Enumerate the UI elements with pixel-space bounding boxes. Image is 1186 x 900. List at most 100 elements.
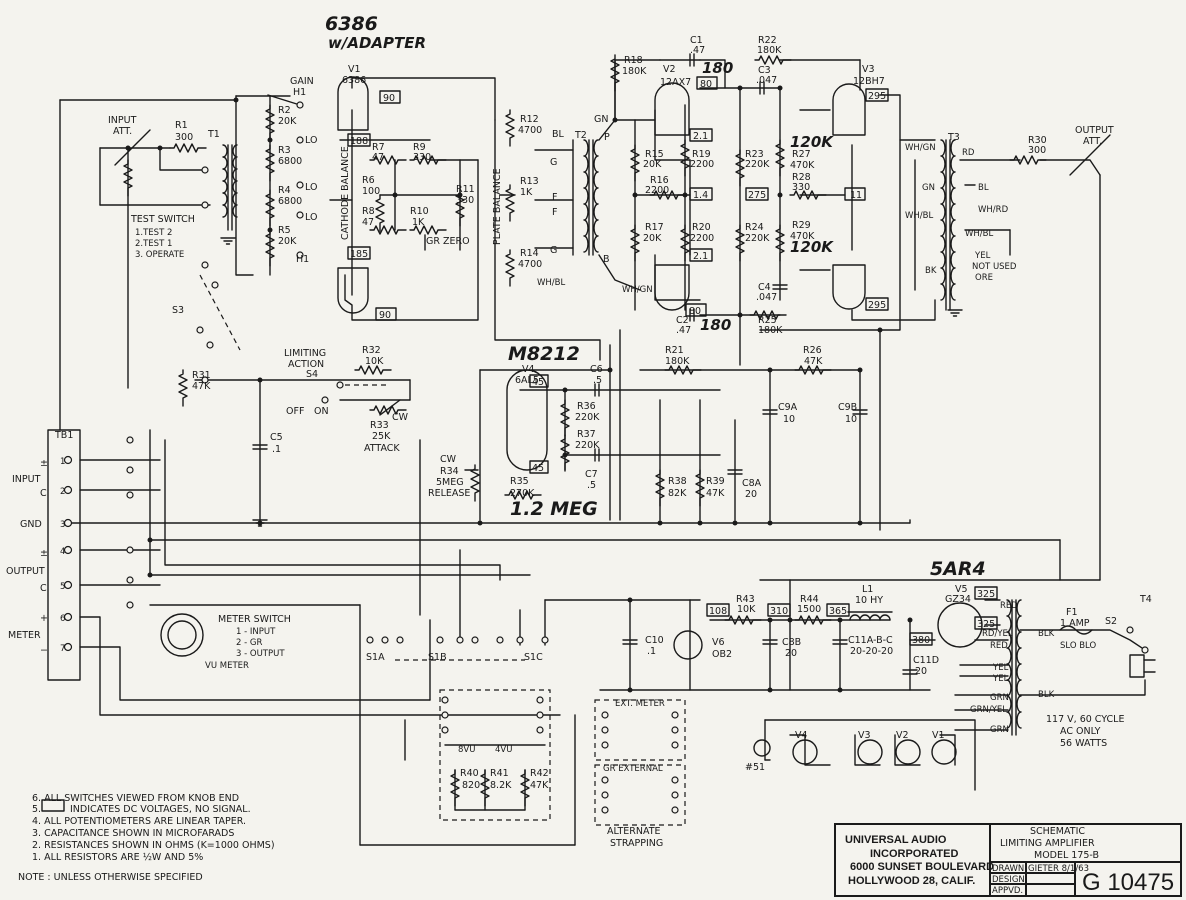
c8b-value: 20 xyxy=(785,648,797,659)
c3-value: .047 xyxy=(756,75,777,86)
hw-v1-adapter: w/ADAPTER xyxy=(328,34,426,52)
c1-value: .47 xyxy=(690,45,705,56)
voltage-box: 108 xyxy=(709,606,727,617)
off-label: OFF xyxy=(286,406,304,417)
test-switch-title: TEST SWITCH xyxy=(130,214,195,225)
r31-ref: R31 xyxy=(192,370,211,381)
note-3: 3. CAPACITANCE SHOWN IN MICROFARADS xyxy=(32,828,234,839)
r17-value: 20K xyxy=(643,233,662,244)
r43-ref: R43 xyxy=(736,594,755,605)
voltage-box: 295 xyxy=(868,91,886,102)
voltage-box: 380 xyxy=(912,635,930,646)
gr-zero-label: GR ZERO xyxy=(426,236,470,247)
r37-ref: R37 xyxy=(577,429,596,440)
meter-switch: METER SWITCH 1 - INPUT 2 - GR 3 - OUTPUT… xyxy=(205,614,543,755)
c9b-ref: C9B xyxy=(838,402,857,413)
p-label: P xyxy=(604,132,610,143)
t2-label: T2 xyxy=(574,130,587,141)
r30-ref: R30 xyxy=(1028,135,1047,146)
whbl-label: WH/BL xyxy=(965,229,993,239)
tube-envelopes xyxy=(47,76,1156,765)
r34-ref: R34 xyxy=(440,466,459,477)
r6-ref: R6 xyxy=(362,175,375,186)
tb-num: 6 xyxy=(60,614,65,624)
tb-sym: ± xyxy=(40,458,48,469)
note-box-symbol xyxy=(41,799,65,812)
v6-type: OB2 xyxy=(712,649,732,660)
r38-value: 82K xyxy=(668,488,687,499)
voltage-box: 80 xyxy=(700,79,712,90)
8vu-label: 8VU xyxy=(458,745,475,755)
voltage-box: 90 xyxy=(379,310,391,321)
r24-ref: R24 xyxy=(745,222,764,233)
tb-sym: ± xyxy=(40,548,48,559)
lamp-label: #51 xyxy=(745,762,765,773)
lo-label: LO xyxy=(305,182,317,193)
whgn-label: WH/GN xyxy=(622,285,653,295)
terminal-block: TB1 1 2 3 4 5 6 7 ± C ± C + − INPUT GND … xyxy=(6,430,73,656)
r9-value: 330 xyxy=(413,152,431,163)
bl-label: BL xyxy=(978,183,989,193)
r33-value: 25K xyxy=(372,431,391,442)
voltage-box: 2.1 xyxy=(693,131,708,142)
power-label: 117 V, 60 CYCLE xyxy=(1046,714,1124,725)
hw-r27-value: 120K xyxy=(790,133,834,151)
hw-r29-value: 120K xyxy=(790,238,834,256)
r32-value: 10K xyxy=(365,356,384,367)
red-label: RED xyxy=(990,641,1008,651)
blk-label: BLK xyxy=(1038,629,1055,639)
tb-num: 1 xyxy=(60,457,65,467)
hw-v1-tube: 6386 xyxy=(325,13,378,35)
whrd-label: WH/RD xyxy=(978,205,1009,215)
s2-label: S2 xyxy=(1105,616,1117,627)
heater-v4-label: V4 xyxy=(795,730,808,741)
heater-v3-label: V3 xyxy=(858,730,871,741)
r42-value: 47K xyxy=(530,780,549,791)
r13-value: 1K xyxy=(520,187,533,198)
title-block-frame xyxy=(834,823,1182,897)
r38-ref: R38 xyxy=(668,476,687,487)
note-1: 1. ALL RESISTORS ARE ½W AND 5% xyxy=(32,852,203,863)
drawn-by: GIETER 8/1/63 xyxy=(1028,864,1089,874)
r1-ref: R1 xyxy=(175,120,188,131)
r8-ref: R8 xyxy=(362,206,375,217)
c5-ref: C5 xyxy=(270,432,283,443)
r20-ref: R20 xyxy=(692,222,711,233)
cw-label: CW xyxy=(440,454,457,465)
test-switch-opt: 3. OPERATE xyxy=(135,250,184,260)
plate-balance-label: PLATE BALANCE xyxy=(492,168,503,245)
c6-value: .5 xyxy=(593,375,602,386)
h1-label: H1 xyxy=(296,254,309,265)
r22-ref: R22 xyxy=(758,35,777,46)
c7-value: .5 xyxy=(587,480,596,491)
test-switch-opt: 2.TEST 1 xyxy=(135,239,172,249)
tb-gnd-label: GND xyxy=(20,519,42,530)
whbl-label: WH/BL xyxy=(905,211,933,221)
capacitor-labels: C1.47 C2.47 C3.047 C4.047 C5.1 C6.5 C7.5… xyxy=(270,35,939,677)
drawing-model: MODEL 175-B xyxy=(1034,850,1099,861)
drawing-subtitle: LIMITING AMPLIFIER xyxy=(1000,838,1095,849)
c11d-ref: C11D xyxy=(913,655,939,666)
output-att-label: OUTPUT xyxy=(1075,125,1114,136)
note-2: 2. RESISTANCES SHOWN IN OHMS (K=1000 OHM… xyxy=(32,840,275,851)
c4-value: .047 xyxy=(756,292,777,303)
voltage-box: 185 xyxy=(350,249,368,260)
yel-label: YEL xyxy=(992,663,1009,673)
note-header: NOTE : UNLESS OTHERWISE SPECIFIED xyxy=(18,872,203,883)
not-used-label: NOT USED xyxy=(972,262,1017,272)
r40-value: 820 xyxy=(462,780,480,791)
s1c-label: S1C xyxy=(524,652,543,663)
s3-label: S3 xyxy=(172,305,184,316)
c5-value: .1 xyxy=(272,444,281,455)
r21-value: 180K xyxy=(665,356,690,367)
title-block: UNIVERSAL AUDIO INCORPORATED 6000 SUNSET… xyxy=(845,826,1174,896)
r44-value: 1500 xyxy=(797,604,821,615)
approved-label: APPVD. xyxy=(992,886,1023,896)
v6-ref: V6 xyxy=(712,637,725,648)
c9a-value: 10 xyxy=(783,414,795,425)
drawing-title: SCHEMATIC xyxy=(1030,826,1085,837)
t3-label: T3 xyxy=(947,132,960,143)
r42-ref: R42 xyxy=(530,768,549,779)
s1b-label: S1B xyxy=(428,652,447,663)
c9a-ref: C9A xyxy=(778,402,798,413)
